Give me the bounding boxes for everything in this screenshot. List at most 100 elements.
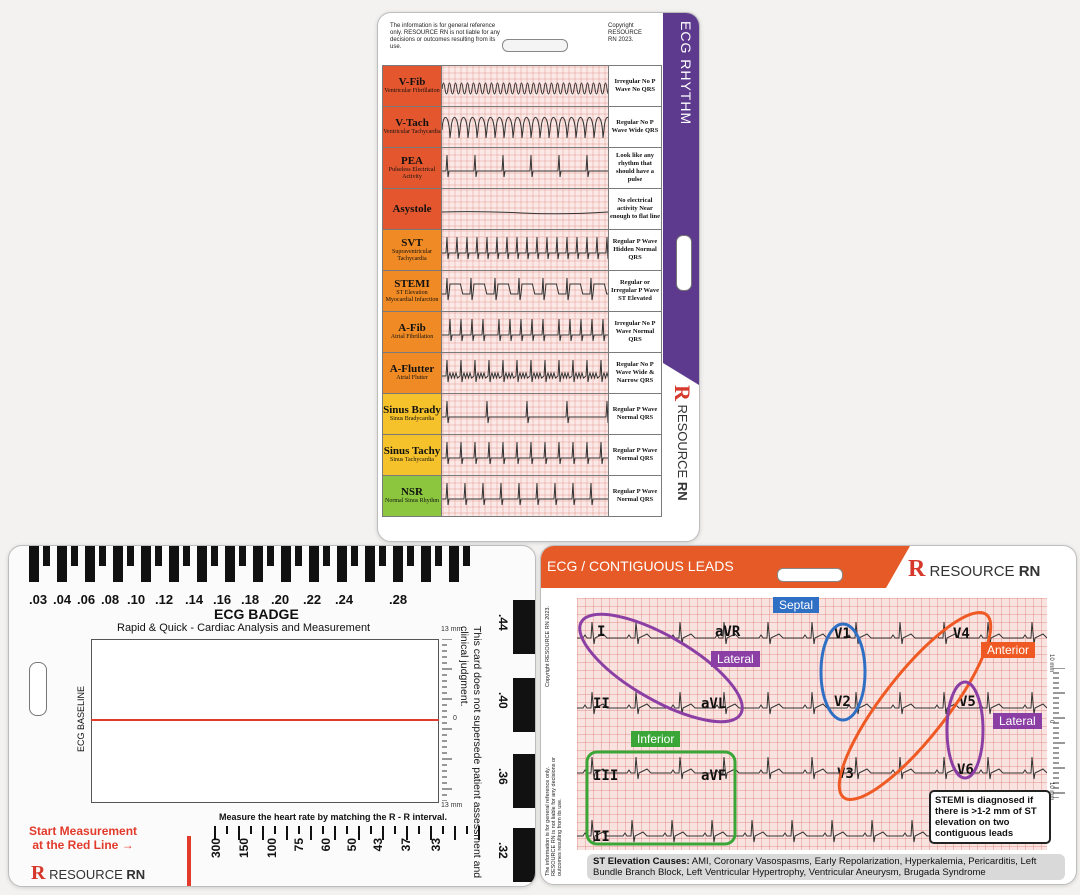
lead-label: aVL — [701, 696, 727, 712]
rhythm-strip — [441, 352, 609, 394]
side-ruler-number: .44 — [496, 614, 510, 631]
rhythm-name: A-Flutter — [389, 363, 435, 375]
rhythm-subname: Atrial Fibrillation — [390, 334, 434, 340]
rate-number: 37 — [399, 838, 413, 852]
lead-group-outlines — [578, 610, 993, 846]
septal-tag: Septal — [773, 597, 820, 613]
ruler-tick — [365, 546, 375, 582]
rate-number: 100 — [265, 838, 279, 859]
ruler-tick — [155, 546, 162, 566]
ruler-tick — [309, 546, 319, 582]
start-line-2: at the Red Line — [32, 838, 119, 852]
lead-label: II — [593, 829, 610, 845]
lead-label: aVR — [715, 624, 741, 640]
rhythm-disclaimer: The information is for general reference… — [390, 23, 500, 50]
r-logo-icon: R — [670, 385, 695, 401]
leads-card-title: ECG / CONTIGUOUS LEADS — [547, 558, 734, 574]
top-ruler-numbers: .03.04.06.08.10.12.14.16.18.20.22.24.28 — [9, 592, 535, 608]
rhythm-name: SVT — [401, 236, 423, 249]
resource-rn-logo: R RESOURCE RN — [669, 385, 695, 501]
rhythm-description: Regular No P Wave Wide QRS — [608, 106, 662, 148]
lead-label: V6 — [957, 762, 974, 778]
lateral-precordial-outline — [945, 680, 985, 780]
lateral-tag-limb: Lateral — [711, 651, 760, 667]
rate-number: 50 — [345, 838, 359, 852]
rhythm-name: A-Fib — [398, 322, 426, 334]
ecg-waveform — [442, 236, 608, 260]
anterior-tag: Anterior — [981, 642, 1036, 658]
header-triangle — [886, 546, 910, 588]
side-ruler-block — [513, 600, 535, 654]
ecg-waveform — [442, 318, 608, 342]
ecg-waveform — [442, 359, 608, 383]
ruler-tick — [29, 546, 39, 582]
resource-rn-logo: R RESOURCE RN — [908, 556, 1040, 583]
ecg-trace — [577, 756, 1048, 780]
rate-number: 60 — [319, 838, 333, 852]
rhythm-description: No electrical activity Near enough to fl… — [608, 188, 662, 230]
lead-label: V5 — [959, 694, 976, 710]
ruler-tick — [267, 546, 274, 566]
ecg-trace — [577, 621, 1048, 645]
rhythm-strip — [441, 434, 609, 476]
resource-rn-logo: R RESOURCE RN — [31, 862, 145, 885]
rate-tick — [250, 826, 252, 834]
rhythm-description: Look like any rhythm that should have a … — [608, 147, 662, 189]
rate-tick — [370, 826, 372, 834]
rhythm-description: Regular P Wave Normal QRS — [608, 475, 662, 517]
ruler-tick — [71, 546, 78, 566]
brand-resource: RESOURCE — [675, 404, 690, 479]
ruler-tick — [253, 546, 263, 582]
rhythm-strip — [441, 65, 609, 107]
rhythm-name: V-Tach — [395, 117, 429, 129]
ruler-number: .20 — [271, 592, 290, 607]
rhythm-subname: ST Elevation Myocardial Infarction — [385, 289, 439, 303]
rate-tick — [406, 826, 408, 840]
rate-number: 75 — [292, 838, 306, 852]
rate-tick — [478, 826, 480, 840]
ecg-waveform — [442, 82, 608, 95]
rhythm-subname: Atrial Flutter — [396, 375, 428, 381]
rhythm-description: Regular No P Wave Wide & Narrow QRS — [608, 352, 662, 394]
rhythm-description: Regular or Irregular P Wave ST Elevated — [608, 270, 662, 312]
rate-tick — [358, 826, 360, 840]
lead-label: V4 — [953, 626, 970, 642]
rhythm-subname: Sinus Tachycardia — [390, 457, 434, 463]
side-ruler-number: .32 — [496, 842, 510, 859]
rhythm-subname: Ventricular Fibrillation — [384, 88, 440, 94]
rhythm-strip — [441, 311, 609, 353]
brand-resource: RESOURCE — [49, 867, 123, 882]
ruler-number: .24 — [335, 592, 354, 607]
ruler-tick — [99, 546, 106, 566]
rhythm-name: V-Fib — [398, 76, 426, 88]
rhythm-subname: Normal Sinus Rhythm — [384, 498, 439, 504]
rhythm-name: STEMI — [394, 277, 430, 290]
ruler-tick — [421, 546, 431, 582]
rate-tick — [466, 826, 468, 834]
ruler-tick — [57, 546, 67, 582]
ruler-number: .22 — [303, 592, 322, 607]
lead-label: III — [593, 768, 619, 784]
lead-label: I — [597, 624, 606, 640]
badge-subtitle: Rapid & Quick - Cardiac Analysis and Mea… — [117, 622, 371, 634]
ruler-number: .03 — [29, 592, 48, 607]
rate-tick — [298, 826, 300, 834]
mm-scale — [442, 639, 452, 801]
measurement-box — [91, 639, 439, 803]
ruler-tick — [211, 546, 218, 566]
ruler-tick — [323, 546, 330, 566]
mm-zero-label: 0 — [453, 715, 457, 722]
rhythm-name: NSR — [400, 486, 423, 498]
ruler-tick — [127, 546, 134, 566]
rhythm-strip — [441, 106, 609, 148]
